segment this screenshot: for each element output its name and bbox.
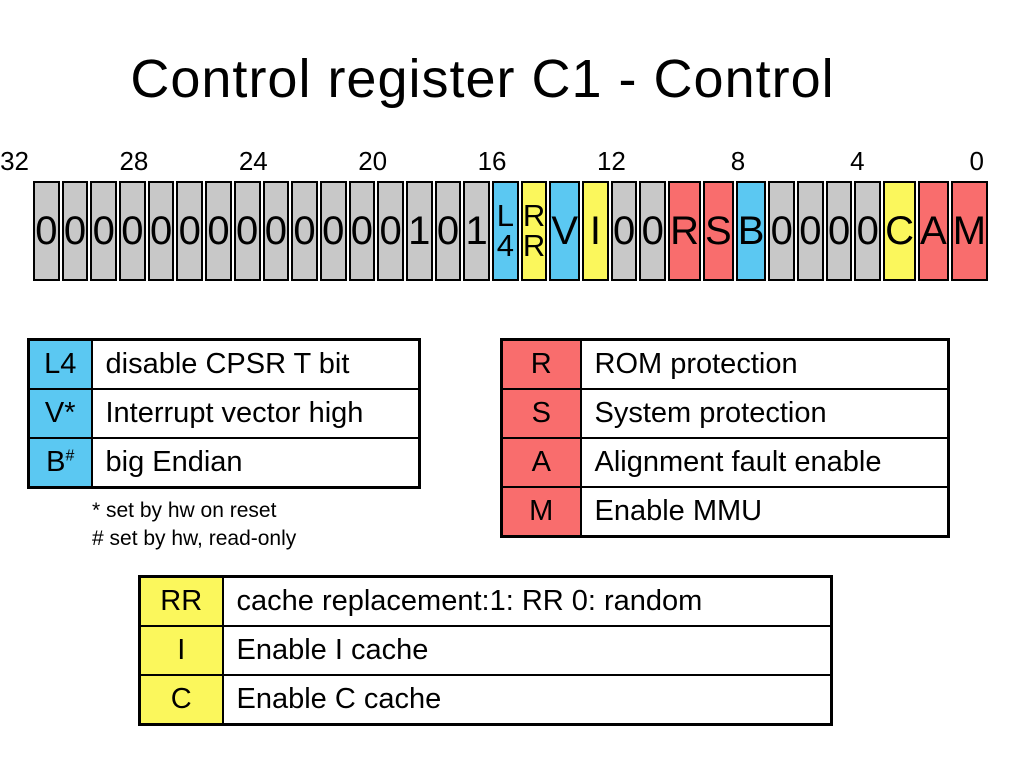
bit-tick-label: 28 — [119, 146, 149, 176]
register-bit-cell: S — [703, 181, 734, 281]
page-title: Control register C1 - Control — [130, 49, 835, 109]
legend-key: L4 — [27, 338, 93, 390]
legend-desc: Enable MMU — [579, 486, 950, 538]
register-bit-cell: B — [735, 181, 767, 281]
register-bit-cell: V — [549, 181, 581, 281]
bit-tick-label: 8 — [730, 146, 746, 176]
bit-tick-label: 24 — [238, 146, 268, 176]
bit-tick-label: 16 — [477, 146, 507, 176]
register-bit-cell: A — [918, 181, 949, 281]
register-bit-cell: 0 — [147, 181, 175, 281]
register-bit-cell: 0 — [854, 181, 882, 281]
bit-tick-label: 12 — [596, 146, 626, 176]
bit-tick-label: 32 — [0, 146, 29, 176]
bit-tick-label: 20 — [358, 146, 388, 176]
register-bit-cell: M — [950, 181, 989, 281]
legend-key: M — [500, 486, 582, 538]
legend-desc: ROM protection — [579, 338, 950, 390]
register-bit-cell: 0 — [90, 181, 118, 281]
register-bit-cell: 0 — [262, 181, 290, 281]
register-bit-cell: I — [582, 181, 609, 281]
register-bit-cell: R — [668, 181, 702, 281]
register-bit-cell: 0 — [639, 181, 667, 281]
legend-key: V* — [27, 388, 93, 439]
register-bit-cell: 0 — [434, 181, 462, 281]
legend-key: C — [138, 674, 224, 726]
register-bit-cell: 0 — [348, 181, 376, 281]
register-bit-cell: 0 — [61, 181, 89, 281]
register-bit-cell: 0 — [205, 181, 232, 281]
legend-row: V*Interrupt vector high — [27, 388, 421, 439]
legend-desc: System protection — [579, 388, 950, 439]
legend-desc: Enable C cache — [221, 674, 833, 726]
register-bit-cell: 1 — [463, 181, 490, 281]
register-bit-cell: 0 — [825, 181, 853, 281]
register-bit-cell: 0 — [119, 181, 146, 281]
legend-key: I — [138, 625, 224, 676]
bit-tick-label: 4 — [850, 146, 865, 176]
legend-desc: Interrupt vector high — [90, 388, 421, 439]
legend-desc: Alignment fault enable — [579, 437, 950, 488]
bit-tick-label: 0 — [969, 146, 984, 176]
register-bit-cell: 0 — [33, 181, 60, 281]
register-bit-cell: 0 — [319, 181, 347, 281]
footnote-hash: # set by hw, read-only — [92, 527, 297, 550]
register-bit-cell: 0 — [291, 181, 318, 281]
legend-key: A — [500, 437, 582, 488]
register-bit-cell: C — [883, 181, 917, 281]
footnotes: * set by hw on reset # set by hw, read-o… — [92, 497, 296, 553]
register-bit-cell: 0 — [768, 181, 796, 281]
legend-desc: big Endian — [90, 437, 421, 489]
register-bit-cell: 1 — [405, 181, 433, 281]
register-bit-ticks: 32 28 24 20 16 12 8 4 0 — [0, 146, 988, 176]
legend-row: B#big Endian — [27, 437, 421, 489]
legend-desc: cache replacement:1: RR 0: random — [221, 575, 833, 627]
register-bit-cell: 0 — [377, 181, 404, 281]
legend-key: R — [500, 338, 582, 390]
legend-key: S — [500, 388, 582, 439]
register-bit-cell: 0 — [610, 181, 638, 281]
register-bit-cell: 0 — [797, 181, 824, 281]
legend-desc: Enable I cache — [221, 625, 833, 676]
legend-key: RR — [138, 575, 224, 627]
footnote-asterisk: * set by hw on reset — [92, 499, 277, 522]
register-bit-cell: 0 — [233, 181, 261, 281]
register-bit-cell: 0 — [176, 181, 204, 281]
legend-key: B# — [27, 437, 93, 489]
legend-desc: disable CPSR T bit — [90, 338, 421, 390]
